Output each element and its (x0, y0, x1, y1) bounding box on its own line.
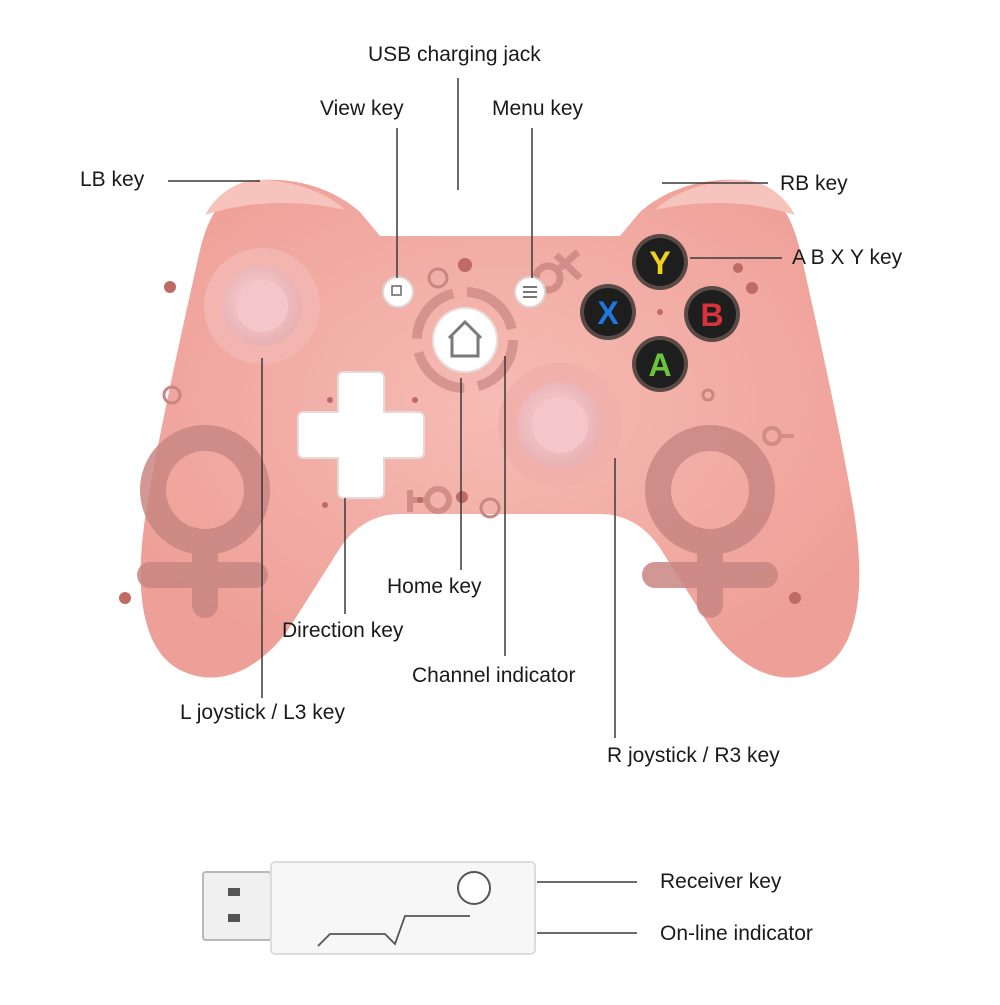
screw-dots (119, 258, 801, 604)
right-venus-symbol (642, 425, 778, 618)
view-button[interactable] (382, 276, 414, 308)
home-key-label: Home key (387, 575, 482, 598)
home-button[interactable] (432, 307, 498, 373)
receiver-key-label: Receiver key (660, 870, 782, 893)
view-icon (391, 285, 402, 296)
usb-charging-jack-label: USB charging jack (368, 43, 541, 66)
x-button[interactable]: X (580, 284, 636, 340)
channel-indicator-label: Channel indicator (412, 664, 576, 687)
small-venus-top (532, 249, 583, 294)
usb-plug (202, 871, 272, 941)
rb-key-label: RB key (780, 172, 848, 195)
a-button-label: A (648, 347, 671, 383)
l-joystick-label: L joystick / L3 key (180, 701, 345, 724)
channel-indicator-ring (412, 287, 518, 393)
a-button[interactable]: A (632, 336, 688, 392)
direction-pad[interactable] (297, 371, 425, 499)
outline-dots (162, 267, 715, 519)
lb-key-label: LB key (80, 168, 145, 191)
receiver-body (270, 861, 536, 955)
right-joystick[interactable] (498, 363, 622, 487)
home-icon (447, 319, 483, 358)
menu-key-label: Menu key (492, 97, 584, 120)
online-indicator-mark (317, 915, 470, 947)
left-joystick[interactable] (204, 248, 320, 364)
rb-bumper[interactable] (655, 179, 795, 215)
menu-icon (523, 286, 537, 298)
view-key-label: View key (320, 97, 404, 120)
y-button-label: Y (649, 245, 670, 281)
y-button[interactable]: Y (632, 234, 688, 290)
b-button-label: B (700, 297, 723, 333)
small-venus-right (762, 426, 794, 446)
abxy-key-label: A B X Y key (792, 246, 903, 269)
b-button[interactable]: B (684, 286, 740, 342)
receiver-key-button[interactable] (457, 871, 491, 905)
leader-lines (168, 78, 782, 934)
usb-receiver (202, 861, 536, 955)
online-indicator-label: On-line indicator (660, 922, 813, 945)
lb-bumper[interactable] (205, 179, 345, 215)
left-venus-symbol (137, 425, 270, 618)
x-button-label: X (597, 295, 619, 331)
r-joystick-label: R joystick / R3 key (607, 744, 780, 767)
direction-key-label: Direction key (282, 619, 404, 642)
